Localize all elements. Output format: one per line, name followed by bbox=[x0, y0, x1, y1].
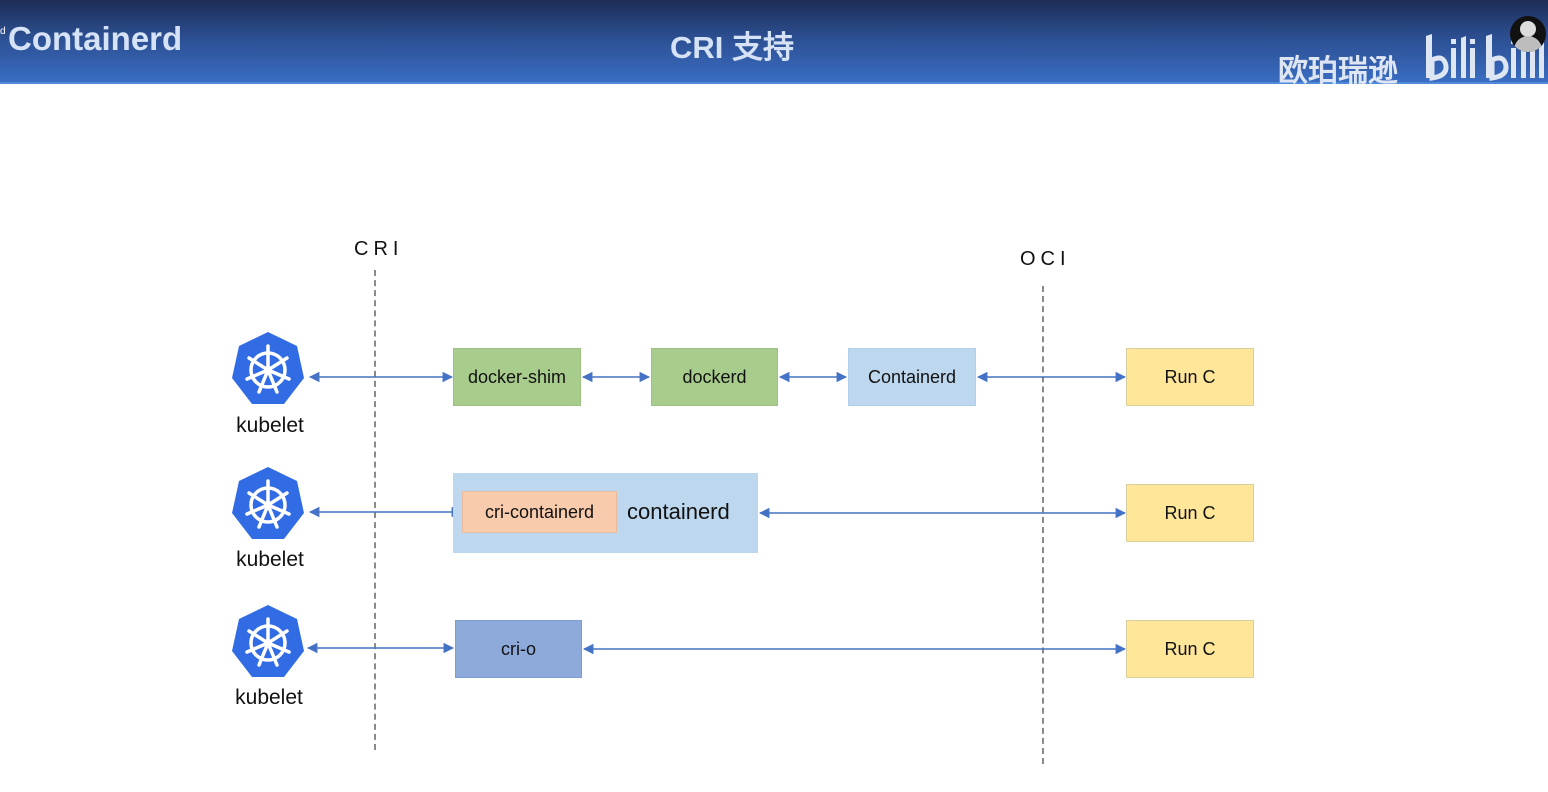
header-superscript: d bbox=[0, 26, 6, 37]
brand-text: 欧珀瑞逊 bbox=[1278, 55, 1398, 88]
avatar-head bbox=[1520, 21, 1536, 37]
docker-shim-box: docker-shim bbox=[453, 348, 581, 406]
cri-containerd-box: cri-containerd bbox=[462, 491, 617, 533]
kubelet-label-2: kubelet bbox=[236, 548, 304, 571]
containerd-outer-label: containerd bbox=[627, 499, 730, 524]
header-title-left-text: Containerd bbox=[8, 20, 183, 57]
runc-box-3: Run C bbox=[1126, 620, 1254, 678]
slide-title: CRI 支持 bbox=[670, 30, 794, 65]
user-avatar[interactable] bbox=[1510, 16, 1546, 52]
cri-label: CRI bbox=[354, 238, 404, 260]
dockerd-box: dockerd bbox=[651, 348, 778, 406]
kubelet-label-1: kubelet bbox=[236, 414, 304, 437]
runc-box-2: Run C bbox=[1126, 484, 1254, 542]
kubernetes-wheel-icon bbox=[232, 605, 304, 677]
header-bar: d Containerd CRI 支持 欧珀瑞逊 bilibili bbox=[0, 0, 1548, 88]
kubernetes-wheel-icon bbox=[232, 467, 304, 539]
kubernetes-wheel-icon bbox=[232, 332, 304, 404]
oci-boundary-line bbox=[1042, 286, 1044, 764]
oci-label: OCI bbox=[1020, 248, 1071, 270]
runc-box-1: Run C bbox=[1126, 348, 1254, 406]
containerd-box: Containerd bbox=[848, 348, 976, 406]
header-underline bbox=[0, 82, 1548, 84]
header-title-left: d Containerd bbox=[0, 20, 183, 58]
cri-o-box: cri-o bbox=[455, 620, 582, 678]
kubelet-label-3: kubelet bbox=[235, 686, 303, 709]
avatar-body bbox=[1514, 36, 1542, 52]
